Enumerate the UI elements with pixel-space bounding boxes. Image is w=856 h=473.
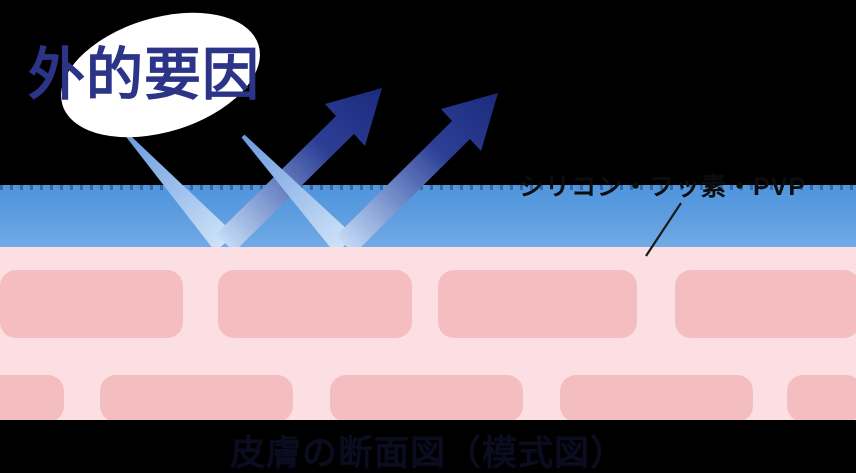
skin-cell-row2 [560, 375, 753, 420]
arrow2-bounce-arrow [336, 93, 498, 254]
diagram-caption: 皮膚の断面図（模式図） [229, 434, 626, 473]
coating-band [0, 185, 856, 247]
arrow1-incoming-stroke [126, 134, 235, 252]
coating-band-rough-edge [0, 185, 856, 190]
skin-cell-row1 [0, 270, 183, 338]
external-factor-label: 外的要因 [28, 41, 260, 108]
skin-cell-row2 [330, 375, 523, 420]
coating-ingredients-label: シリコン・フッ素・PVP [519, 173, 807, 201]
skin-cell-row2 [787, 375, 856, 420]
skin-cell-row1 [675, 270, 856, 338]
arrow1-bounce-arrow [216, 88, 382, 252]
skin-cell-row2 [100, 375, 293, 420]
skin-cell-row2 [0, 375, 64, 420]
arrow2-incoming-stroke [241, 134, 355, 254]
skin-tissue-section [0, 247, 856, 420]
skin-cell-row1 [438, 270, 637, 338]
skin-cell-row1 [218, 270, 412, 338]
